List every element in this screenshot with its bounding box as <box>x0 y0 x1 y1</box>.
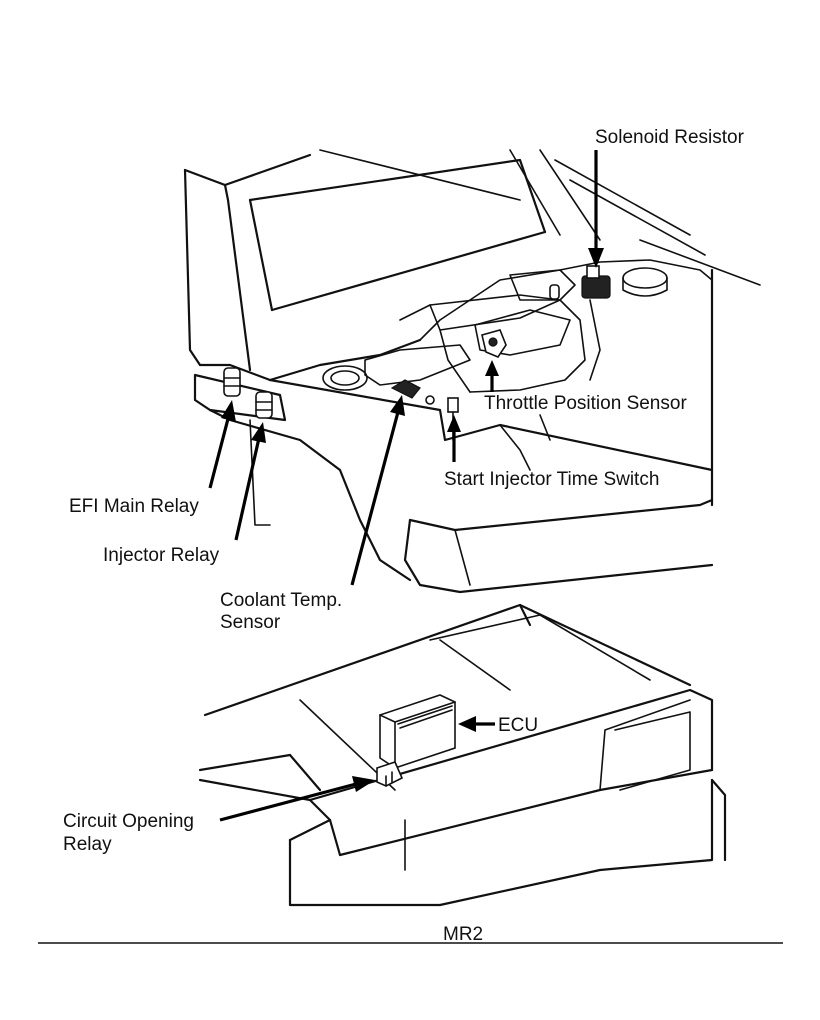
start-injector-time-switch-label: Start Injector Time Switch <box>444 469 659 490</box>
coolant-temp-sensor-label-line1: Coolant Temp. <box>220 590 342 611</box>
circuit-opening-relay-label-line2: Relay <box>63 834 112 855</box>
coolant-temp-sensor-part <box>390 379 435 405</box>
solenoid-resistor-arrow <box>588 150 604 268</box>
solenoid-resistor-part <box>581 265 611 299</box>
small-connector-part <box>549 284 560 300</box>
coolant-temp-sensor-arrow <box>350 395 405 586</box>
circuit-opening-relay-arrow <box>219 776 375 822</box>
throttle-position-sensor-part <box>481 329 507 358</box>
start-injector-time-switch-arrow <box>447 415 461 462</box>
injector-relay-arrow <box>234 422 266 541</box>
figure-caption: MR2 <box>443 924 483 945</box>
efi-main-relay-arrow <box>208 400 236 489</box>
trunk-illustration <box>198 603 727 907</box>
injector-relay-part <box>255 391 273 419</box>
efi-main-relay-part <box>223 367 241 397</box>
injector-relay-label: Injector Relay <box>103 545 220 566</box>
engine-compartment-illustration <box>183 149 761 594</box>
circuit-opening-relay-label-line1: Circuit Opening <box>63 811 194 832</box>
ecu-arrow <box>458 716 495 732</box>
ecu-part <box>379 694 456 769</box>
ecu-label: ECU <box>498 715 538 736</box>
efi-main-relay-label: EFI Main Relay <box>69 496 199 517</box>
circuit-opening-relay-part <box>376 761 404 787</box>
throttle-position-sensor-arrow <box>485 360 499 392</box>
throttle-position-sensor-label: Throttle Position Sensor <box>484 393 687 414</box>
coolant-temp-sensor-label-line2: Sensor <box>220 612 281 633</box>
solenoid-resistor-label: Solenoid Resistor <box>595 127 745 148</box>
